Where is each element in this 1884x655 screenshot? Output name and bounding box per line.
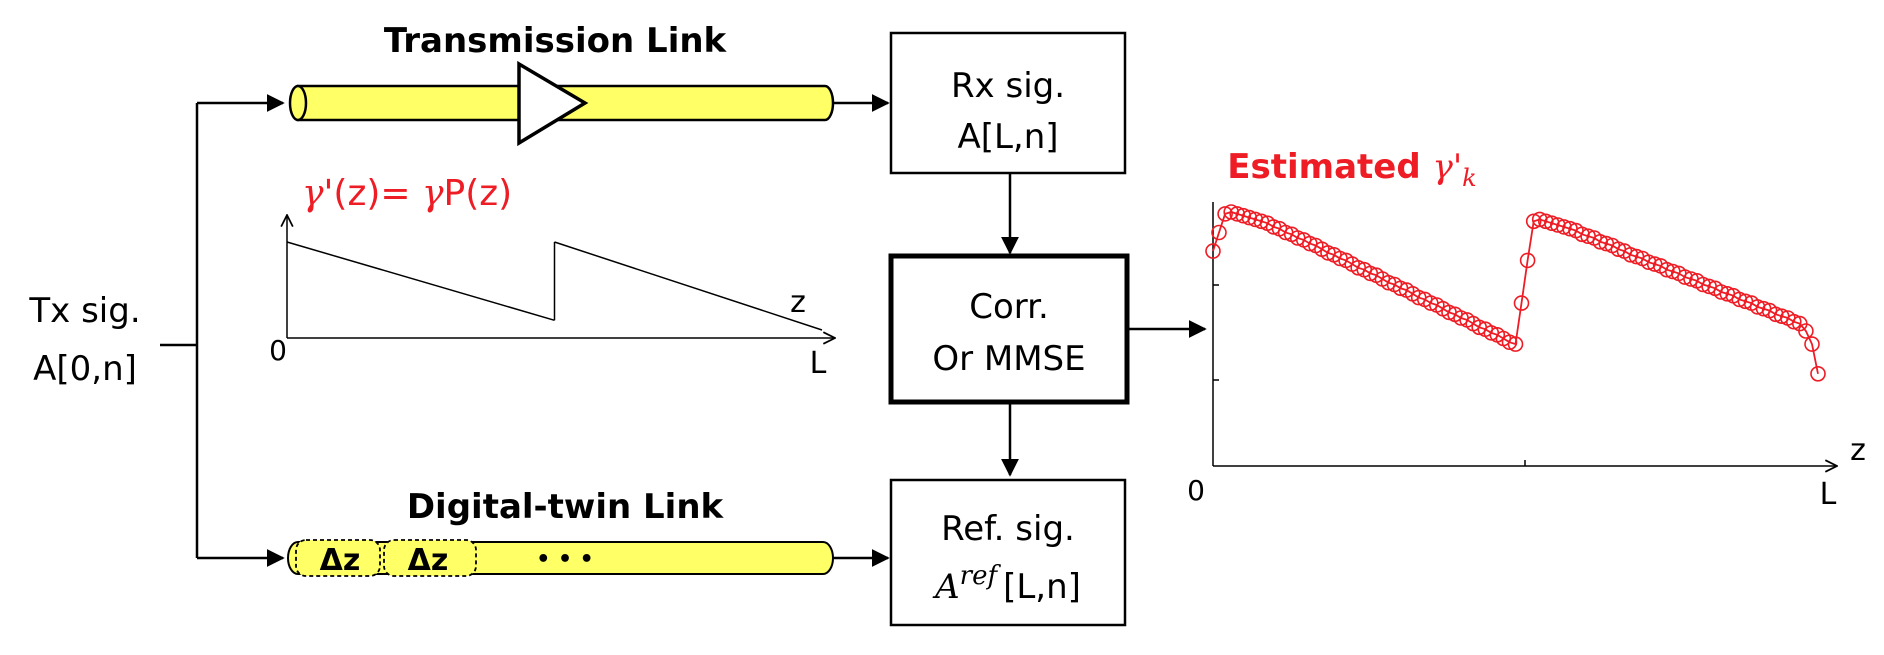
tx-label-line2: A[0,n] [33,349,137,389]
ref-symbol: A [932,567,960,607]
digital-twin-link-title: Digital-twin Link [407,487,725,527]
chart-data-point [1810,365,1826,382]
chart-data-point [1798,323,1814,339]
power-profile-origin: 0 [269,334,287,367]
segment-label-1: Δz [320,543,361,578]
rx-label-line2: A[L,n] [957,117,1058,157]
power-profile-z-label: z [790,285,806,320]
digital-twin-segments [295,539,477,577]
chart-series-estimated-gamma [1205,204,1826,382]
rx-label-line1: Rx sig. [951,66,1065,106]
ref-superscript: ref [960,561,1002,591]
chart-x-end-label: L [1820,477,1837,512]
chart-x-origin-label: 0 [1187,474,1205,507]
formula-gamma-2: γ [422,173,444,214]
chart-data-point [1211,224,1227,241]
chart-data-point [1501,334,1518,351]
transmission-link-title: Transmission Link [384,21,728,61]
power-profile-formula: γ'(z)= γP(z) [302,173,512,214]
ref-box [889,478,1127,627]
chart-data-point [1217,206,1233,222]
chart-axes [1212,202,1837,466]
formula-gamma-1: γ [302,173,324,214]
rx-box [889,31,1127,175]
corr-label-line2: Or MMSE [932,339,1085,379]
corr-label-line1: Corr. [969,287,1049,327]
amplifier-triangle-icon [517,60,589,147]
chart-data-point [1513,295,1530,311]
chart-data-point [1786,313,1802,330]
chart-data-point [1519,252,1536,269]
formula-middle: '(z)= [324,173,423,214]
ref-label-line1: Ref. sig. [941,509,1075,549]
segment-ellipsis: • • • [536,547,594,572]
segment-label-2: Δz [408,543,449,578]
chart-data-point [1525,213,1542,230]
tx-label-line1: Tx sig. [28,291,140,331]
corr-box [888,253,1130,405]
ref-label-line2: Aref[L,n] [932,561,1081,607]
power-profile-line [286,241,823,331]
chart-data-point [1507,336,1524,352]
power-profile-L-label: L [810,346,827,381]
power-profile-curve [286,241,823,331]
power-profile-axes [287,215,835,338]
chart-title: Estimated γ'k [1227,147,1476,192]
chart-data-point [1205,243,1221,259]
ref-index: [L,n] [1003,567,1081,607]
chart-title-subscript: k [1462,164,1477,192]
chart-data-point [1804,336,1820,352]
chart-x-axis-label: z [1850,433,1866,468]
formula-end: P(z) [444,173,513,214]
tx-splitter-lines [160,94,285,567]
chart-title-prefix: Estimated [1227,147,1432,187]
chart-title-symbol: γ' [1433,147,1463,187]
